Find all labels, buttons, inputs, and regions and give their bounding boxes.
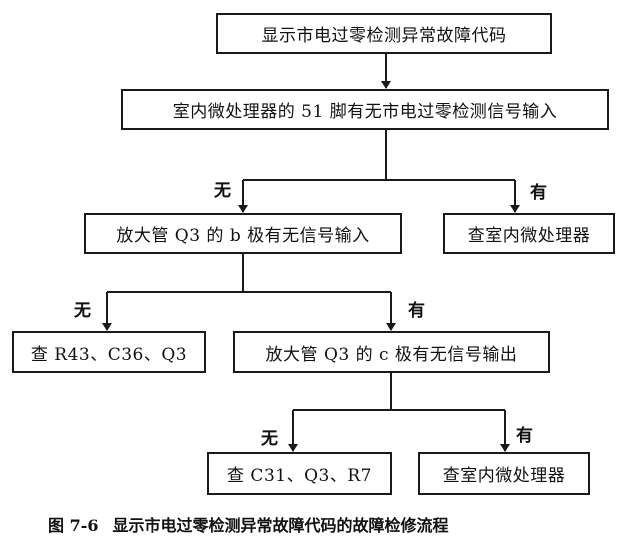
- box-check-r43-c36-q3: 查 R43、C36、Q3: [12, 331, 206, 373]
- box-check-processor: 查室内微处理器: [443, 213, 615, 254]
- box-check-processor-text: 查室内微处理器: [467, 226, 591, 246]
- branch-label-yes-1: 有: [530, 183, 547, 203]
- box-check-pin51-signal: 室内微处理器的 51 脚有无市电过零检测信号输入: [121, 89, 609, 130]
- box-check-r43-c36-q3-text: 查 R43、C36、Q3: [30, 344, 188, 365]
- box-check-processor-2: 查室内微处理器: [418, 452, 590, 495]
- box-display-fault-code: 显示市电过零检测异常故障代码: [216, 13, 552, 54]
- figure-number: 图 7-6: [48, 516, 99, 535]
- branch-label-no-2: 无: [74, 301, 91, 321]
- box-check-c31-q3-r7: 查 C31、Q3、R7: [207, 452, 392, 495]
- box-q3-collector-output: 放大管 Q3 的 c 极有无信号输出: [233, 331, 550, 373]
- box-check-c31-q3-r7-text: 查 C31、Q3、R7: [227, 466, 372, 486]
- box-q3-base-input-text: 放大管 Q3 的 b 极有无信号输入: [116, 226, 370, 246]
- branch-label-no-3: 无: [261, 429, 278, 449]
- box-check-processor-2-text: 查室内微处理器: [442, 466, 566, 486]
- branch-label-yes-3: 有: [516, 426, 533, 446]
- box-q3-collector-output-text: 放大管 Q3 的 c 极有无信号输出: [265, 344, 518, 365]
- branch-label-yes-2: 有: [408, 301, 425, 321]
- figure-caption: 图 7-6 显示市电过零检测异常故障代码的故障检修流程: [48, 512, 449, 536]
- figure-caption-text: 显示市电过零检测异常故障代码的故障检修流程: [112, 516, 449, 535]
- box-check-pin51-signal-text: 室内微处理器的 51 脚有无市电过零检测信号输入: [172, 102, 558, 122]
- branch-label-no-1: 无: [214, 181, 231, 201]
- box-display-fault-code-text: 显示市电过零检测异常故障代码: [261, 26, 507, 46]
- box-q3-base-input: 放大管 Q3 的 b 极有无信号输入: [84, 213, 402, 254]
